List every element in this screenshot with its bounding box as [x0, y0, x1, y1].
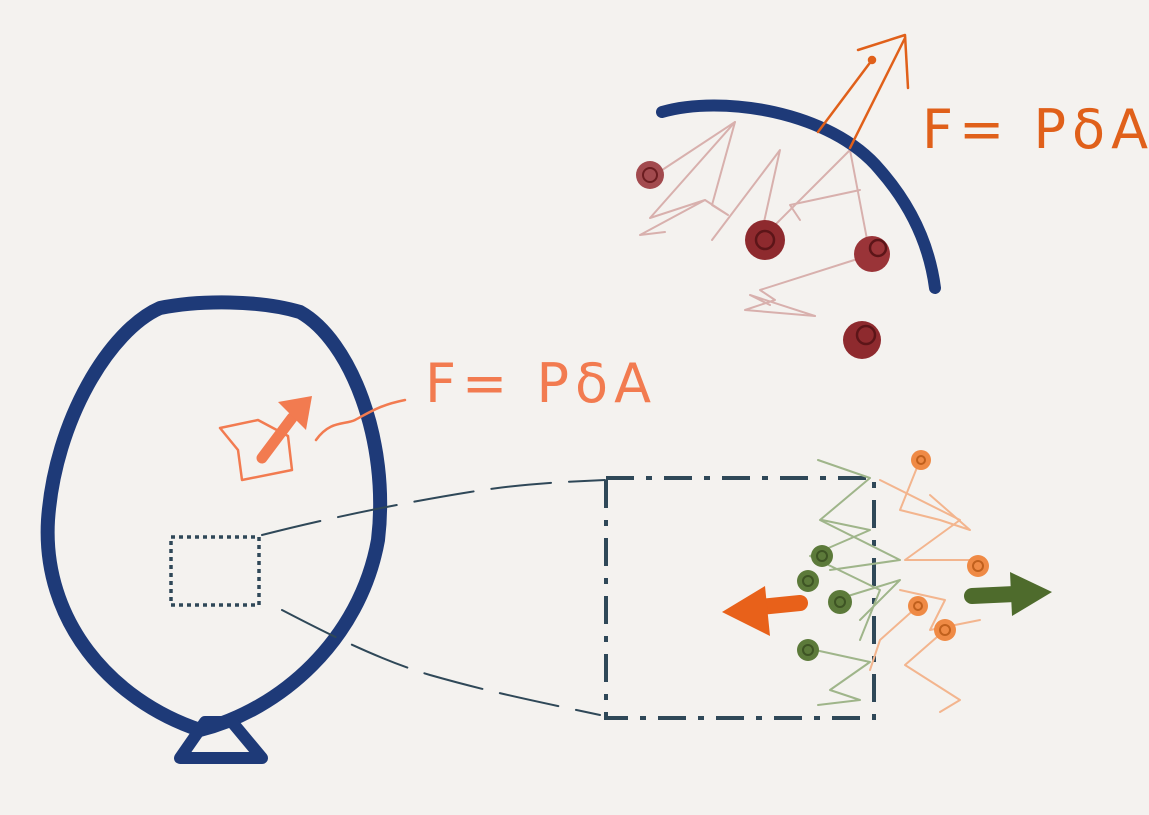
gas-molecule-icon: [908, 596, 928, 616]
gas-molecule-icon: [745, 220, 785, 260]
balloon-outline: [40, 295, 388, 737]
gas-molecules-green: [797, 545, 852, 661]
balloon-knot-icon: [174, 716, 268, 764]
gas-molecule-icon: [636, 161, 664, 189]
gas-molecule-icon: [911, 450, 931, 470]
wall-detail-group: F= PδA: [636, 33, 1149, 359]
force-arrows-top: [816, 33, 910, 150]
zoomed-box-group: [604, 450, 1052, 720]
gas-molecule-icon: [934, 619, 956, 641]
balloon-formula-label: F= PδA: [425, 352, 657, 415]
gas-molecule-icon: [797, 570, 819, 592]
area-element-with-force: [218, 396, 407, 482]
gas-molecule-icon: [797, 639, 819, 661]
gas-molecule-icon: [811, 545, 833, 567]
gas-molecule-icon: [854, 236, 890, 272]
area-element: [218, 418, 294, 482]
zoom-region-box: [169, 535, 261, 607]
gas-molecules-orange: [908, 450, 989, 641]
gas-molecule-icon: [967, 555, 989, 577]
balloon-wall-segment: [656, 99, 941, 294]
force-arrow-icon: [722, 586, 808, 636]
balloon-group: F= PδA: [40, 295, 657, 764]
molecule-trails-red: [639, 121, 871, 317]
leader-line: [314, 398, 407, 442]
top-formula-label: F= PδA: [922, 98, 1149, 161]
zoom-connectors: [261, 479, 606, 716]
zoomed-region-box: [604, 476, 876, 720]
gas-molecules-red: [636, 161, 890, 359]
gas-molecule-icon: [843, 321, 881, 359]
force-arrow-icon: [256, 412, 298, 464]
molecule-trails-orange: [869, 459, 981, 713]
gas-molecule-icon: [828, 590, 852, 614]
force-arrow-icon: [964, 572, 1052, 616]
molecule-trails-green: [809, 459, 901, 706]
